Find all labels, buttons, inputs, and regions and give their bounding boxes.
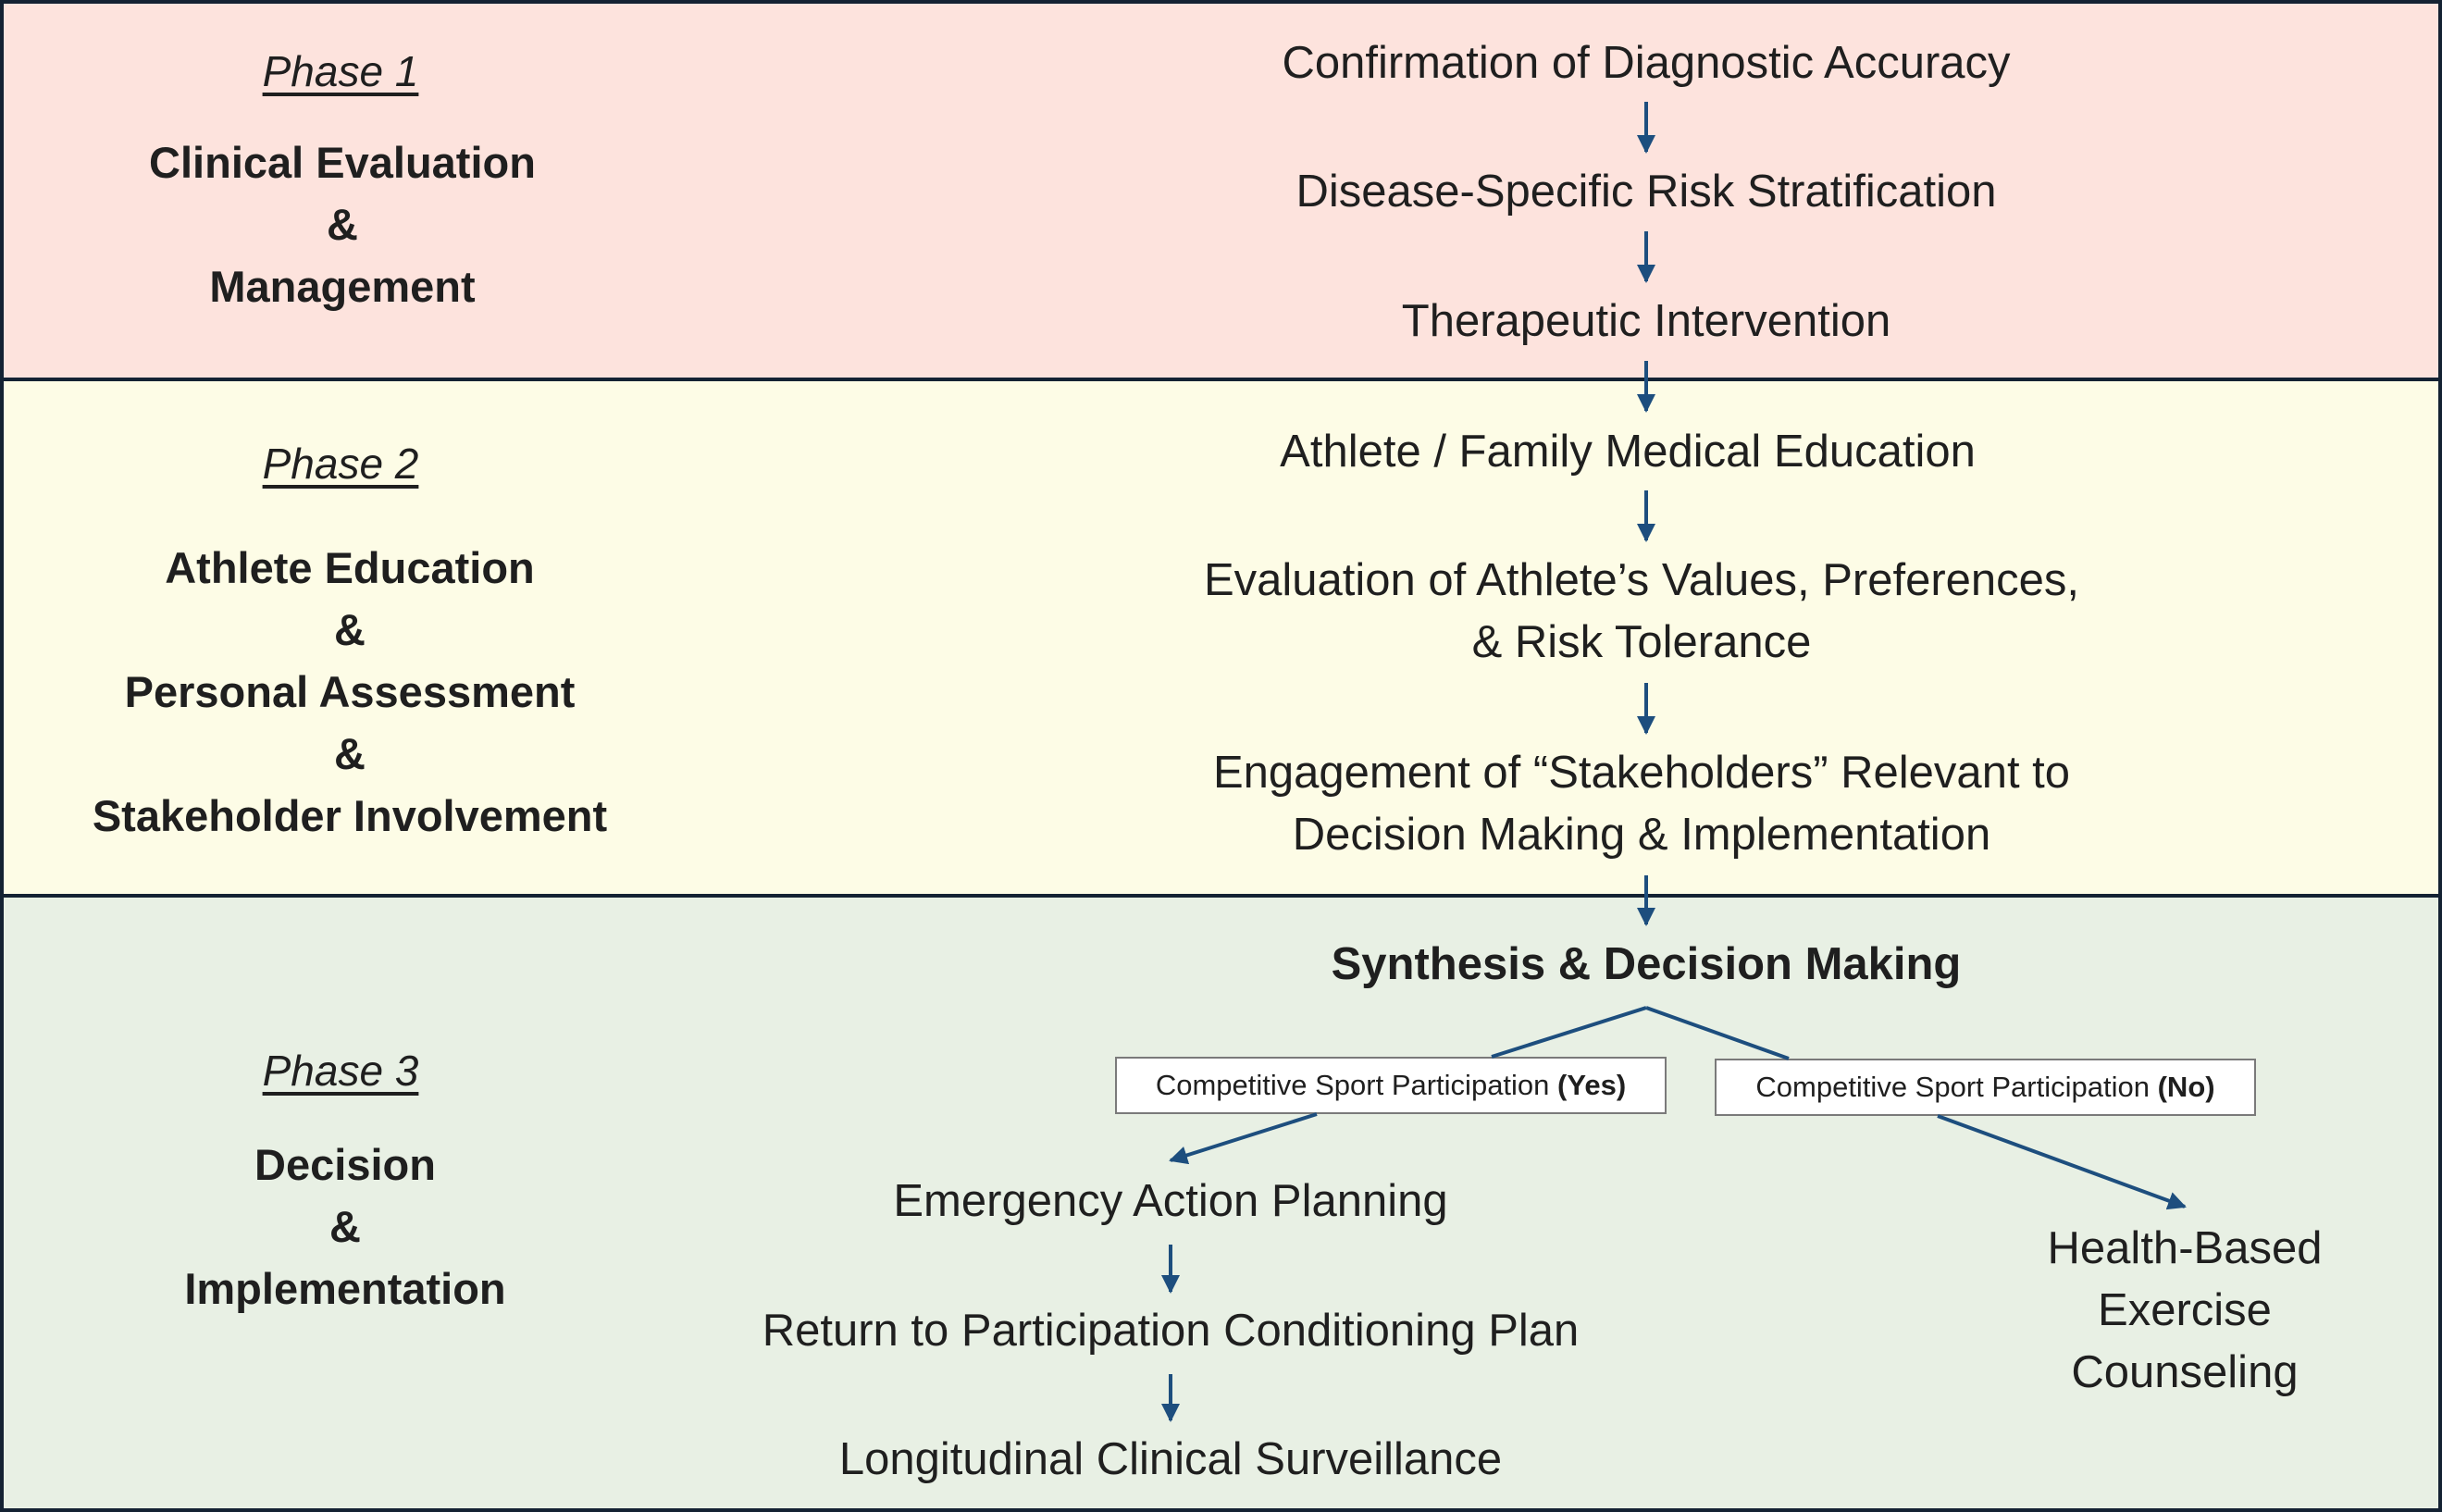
branch-yes-answer: (Yes) [1557,1069,1627,1101]
branch-yes-label: Competitive Sport Participation [1155,1069,1550,1101]
step-risk-stratification: Disease-Specific Risk Stratification [1295,167,1997,217]
step-counseling-line: Health-Based [2047,1223,2323,1273]
phase-3-heading: Phase 3 [262,1047,419,1095]
step-values-line: Evaluation of Athlete’s Values, Preferen… [1203,555,2080,605]
phase-2-title-line: Personal Assessment [124,667,576,716]
phase-2-heading: Phase 2 [262,440,419,488]
phase-1-band [0,0,2442,381]
step-emergency-action-planning: Emergency Action Planning [893,1176,1448,1226]
step-longitudinal-surveillance: Longitudinal Clinical Surveillance [838,1434,1503,1484]
step-values-evaluation: Evaluation of Athlete’s Values, Preferen… [994,550,2289,674]
phase-1-title-line: Clinical Evaluation [149,138,536,187]
step-diagnostic-accuracy: Confirmation of Diagnostic Accuracy [1282,38,2011,88]
phase-2-band [0,378,2442,898]
branch-participation-no: Competitive Sport Participation (No) [1715,1059,2256,1116]
phase-3-title-line: Implementation [184,1264,506,1313]
step-stakeholder-line: Decision Making & Implementation [1292,810,1991,860]
branch-no-answer: (No) [2157,1071,2215,1103]
phase-1-title-line: Management [209,262,476,311]
phase-1-title-line: & [327,200,358,249]
step-counseling-line: Exercise [2098,1285,2272,1335]
step-counseling-line: Counseling [2071,1347,2299,1397]
branch-participation-yes: Competitive Sport Participation (Yes) [1115,1057,1667,1114]
phase-1-title: Clinical Evaluation & Management [0,131,694,317]
phase-2-title-line: Athlete Education [165,543,535,592]
phase-3-title-line: & [329,1202,361,1251]
step-stakeholder-line: Engagement of “Stakeholders” Relevant to [1212,748,2071,798]
phase-2-title-line: Stakeholder Involvement [92,791,608,840]
phase-2-title: Athlete Education & Personal Assessment … [0,537,701,847]
phase-1-heading: Phase 1 [262,47,419,95]
step-synthesis-decision: Synthesis & Decision Making [1331,939,1962,989]
step-medical-education: Athlete / Family Medical Education [1280,427,1976,477]
phase-2-title-line: & [334,729,366,778]
step-values-line: & Risk Tolerance [1471,617,1812,667]
step-therapeutic-intervention: Therapeutic Intervention [1401,296,1891,346]
phase-3-title-line: Decision [254,1140,436,1189]
phase-2-title-line: & [334,605,366,654]
phase-3-title: Decision & Implementation [0,1134,697,1320]
step-exercise-counseling: Health-Based Exercise Counseling [1953,1218,2416,1404]
branch-no-label: Competitive Sport Participation [1755,1071,2150,1103]
step-return-to-participation: Return to Participation Conditioning Pla… [762,1306,1580,1356]
step-stakeholder-engagement: Engagement of “Stakeholders” Relevant to… [994,742,2289,866]
